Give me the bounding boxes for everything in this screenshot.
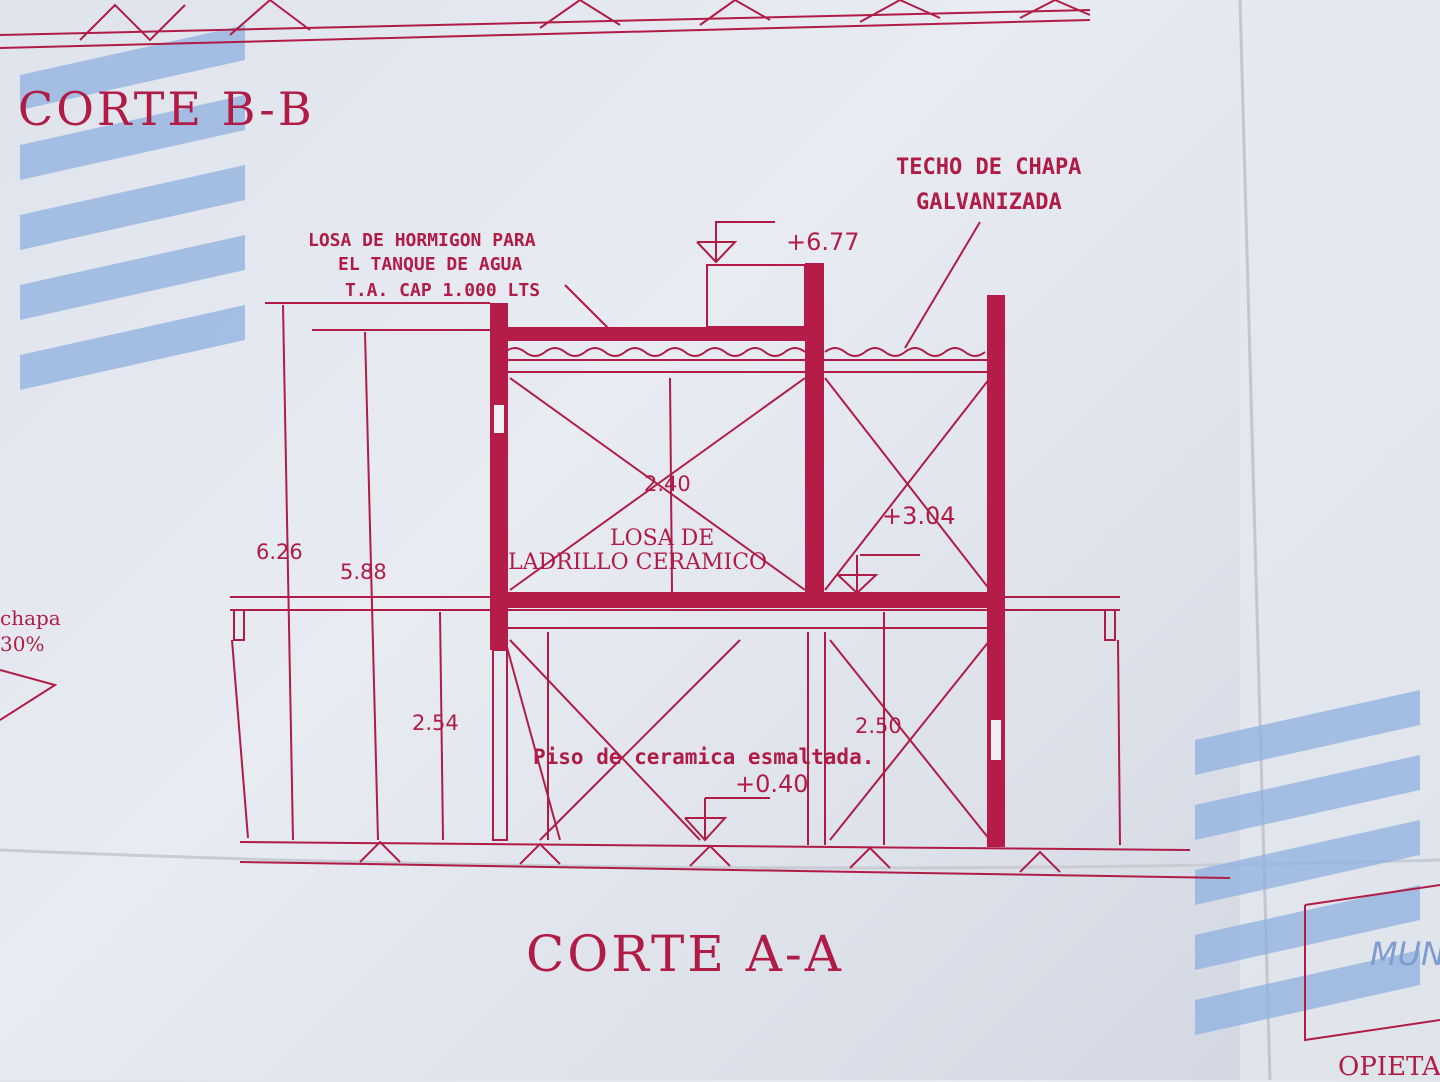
ground-line: [239, 841, 1191, 851]
water-tank-note-line-2: EL TANQUE DE AGUA: [338, 254, 523, 275]
water-tank-note-line-1: LOSA DE HORMIGON PARA: [308, 230, 536, 251]
right-wall: [987, 295, 1005, 847]
dimension-total-height: 6.26: [256, 540, 303, 564]
level-floor: +0.40: [735, 770, 809, 798]
brick-slab-note-line-1: LOSA DE: [610, 526, 715, 551]
watermark-logo-right: [1195, 690, 1420, 1035]
dimension-ground-left: 2.54: [412, 711, 459, 735]
stamp-text-line-2: OPIETA: [1338, 1052, 1440, 1082]
top-truss: [0, 0, 1091, 49]
structural-walls: [490, 263, 1005, 847]
dimension-ground-right: 2.50: [855, 714, 902, 738]
dimension-upper-floor: 2.40: [644, 472, 691, 496]
level-top: +6.77: [786, 228, 860, 256]
side-note-line-1: chapa: [0, 606, 61, 630]
stamp-box: [1304, 884, 1440, 1042]
roof-note-line-2: GALVANIZADA: [916, 190, 1062, 215]
dimension-height-2: 5.88: [340, 560, 387, 584]
side-note-line-2: 30%: [0, 632, 45, 656]
paper-fold-vertical: [1238, 0, 1272, 1080]
floor-note: Piso de ceramica esmaltada.: [533, 745, 875, 769]
section-bb-title: CORTE B-B: [18, 82, 315, 136]
brick-slab-note-line-2: LADRILLO CERAMICO: [508, 550, 768, 575]
left-wall: [490, 303, 508, 650]
roof-slab: [500, 327, 810, 341]
level-mid: +3.04: [882, 502, 956, 530]
watermark-logo-left: [20, 25, 245, 390]
roof-note-line-1: TECHO DE CHAPA: [896, 155, 1082, 180]
center-wall: [805, 263, 824, 608]
water-tank-note-line-3: T.A. CAP 1.000 LTS: [345, 280, 541, 301]
first-floor-slab: [500, 592, 1005, 608]
stamp-text-line-1: MUNI: [1370, 935, 1440, 973]
section-aa-title: CORTE A-A: [526, 925, 844, 983]
